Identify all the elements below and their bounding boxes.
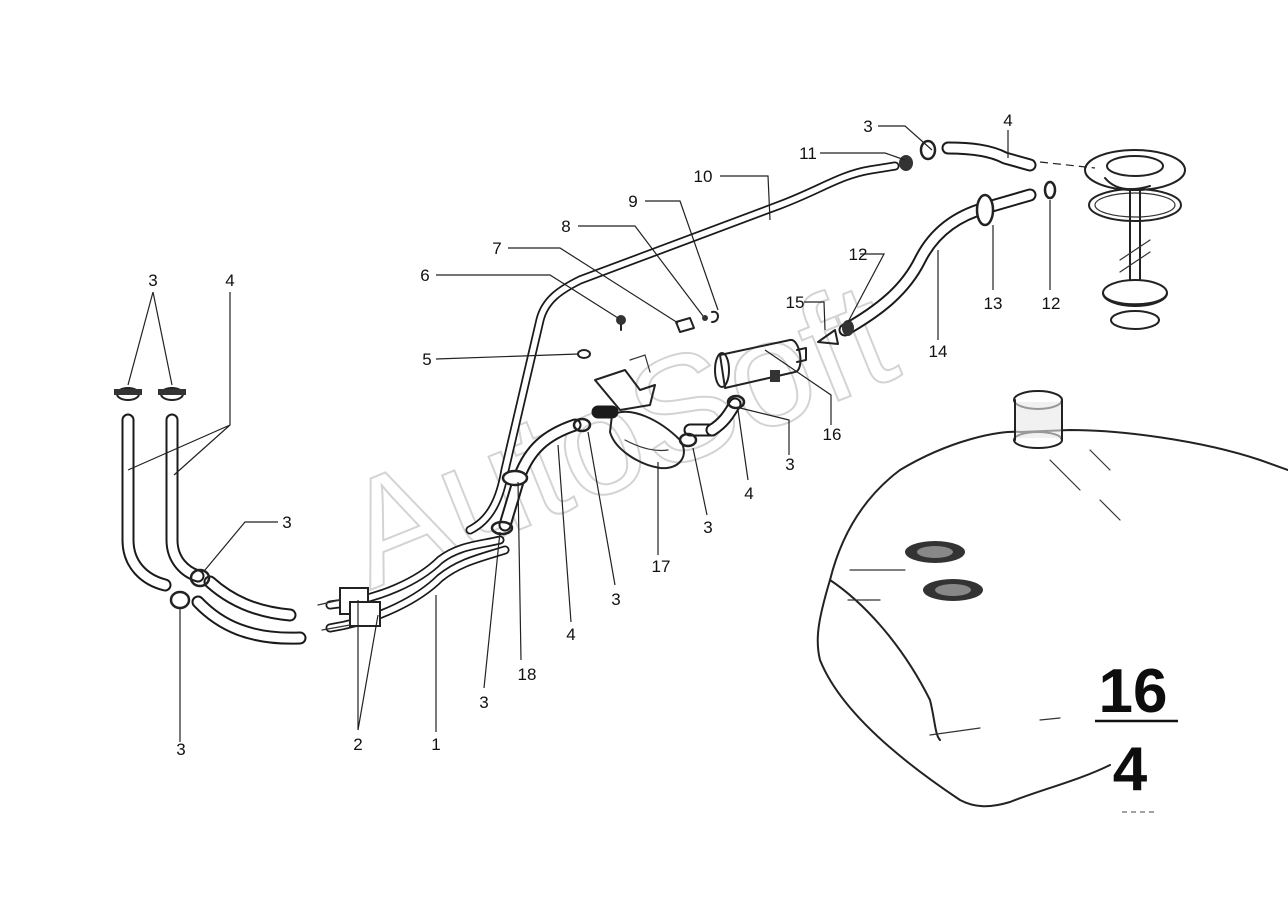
callout-14: 14: [929, 342, 948, 361]
main-fuel-pipes: [317, 161, 900, 633]
callout-16: 16: [823, 425, 842, 444]
callout-10: 10: [694, 167, 713, 186]
vent-hose: [899, 139, 1037, 172]
callout-12: 12: [1042, 294, 1061, 313]
callout-1: 1: [431, 735, 440, 754]
callout-12: 12: [849, 245, 868, 264]
callout-3: 3: [703, 518, 712, 537]
callout-4: 4: [225, 271, 234, 290]
callout-4: 4: [744, 484, 753, 503]
callout-18: 18: [518, 665, 537, 684]
callout-3: 3: [611, 590, 620, 609]
leader-lines: [127, 125, 1051, 742]
callout-17: 17: [652, 557, 671, 576]
section-number-top: 16: [1099, 657, 1168, 726]
callout-8: 8: [561, 217, 570, 236]
callout-4: 4: [1003, 111, 1012, 130]
callout-15: 15: [786, 293, 805, 312]
section-reference: 16 4: [1095, 657, 1178, 813]
callout-3: 3: [863, 117, 872, 136]
tank-sender-unit: [1039, 149, 1186, 330]
callout-7: 7: [492, 239, 501, 258]
callout-9: 9: [628, 192, 637, 211]
callout-3: 3: [479, 693, 488, 712]
callout-3: 3: [282, 513, 291, 532]
pump-hose-assembly: [490, 310, 839, 536]
callout-3: 3: [785, 455, 794, 474]
fuel-tank: [816, 390, 1288, 808]
section-number-bottom: 4: [1113, 735, 1148, 804]
callout-4: 4: [566, 625, 575, 644]
callout-5: 5: [422, 350, 431, 369]
callout-6: 6: [420, 266, 429, 285]
left-hoses: [114, 387, 307, 645]
callout-11: 11: [799, 144, 817, 163]
callout-3: 3: [176, 740, 185, 759]
callout-13: 13: [984, 294, 1003, 313]
callout-3: 3: [148, 271, 157, 290]
callout-2: 2: [353, 735, 362, 754]
filler-hose: [838, 180, 1057, 337]
callout-labels: 3 4 3 3 2 1 3 18 4 3 17 3 4 3 16 5 6 7 8…: [148, 111, 1060, 759]
